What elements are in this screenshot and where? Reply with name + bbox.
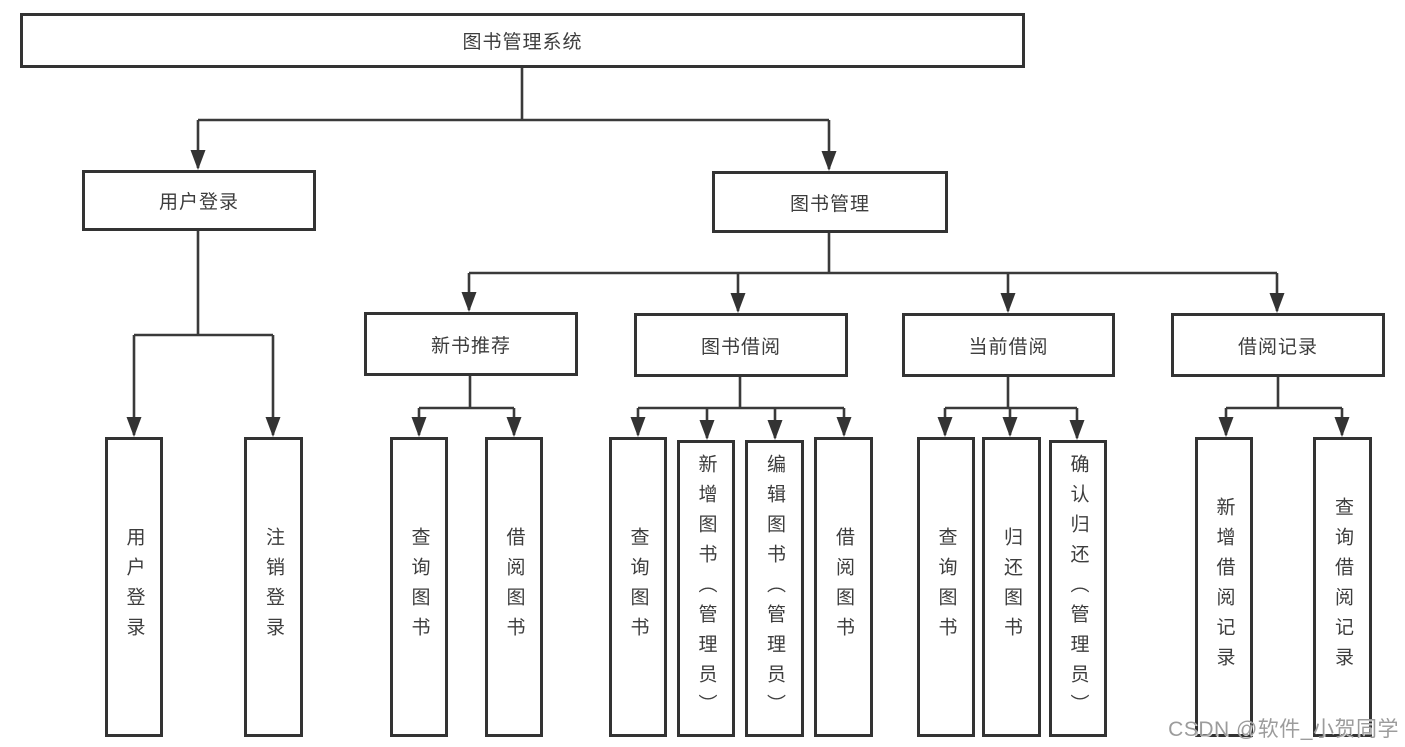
- leaf-query-borrow-record: 查询借阅记录: [1313, 437, 1372, 737]
- node-borrowing-records: 借阅记录: [1171, 313, 1385, 377]
- leaf-return-book: 归还图书: [982, 437, 1041, 737]
- leaf-query-books-recommend: 查询图书: [390, 437, 448, 737]
- leaf-logout: 注销登录: [244, 437, 303, 737]
- node-library-management-system: 图书管理系统: [20, 13, 1025, 68]
- csdn-watermark: CSDN @软件_小贺同学: [1168, 718, 1399, 741]
- leaf-borrow-books-borrowing: 借阅图书: [814, 437, 873, 737]
- node-user-login: 用户登录: [82, 170, 316, 231]
- node-book-management: 图书管理: [712, 171, 948, 233]
- leaf-confirm-return-admin: 确认归还（管理员）: [1049, 440, 1107, 737]
- leaf-query-books-borrowing: 查询图书: [609, 437, 667, 737]
- node-new-book-recommend: 新书推荐: [364, 312, 578, 376]
- leaf-borrow-books-recommend: 借阅图书: [485, 437, 543, 737]
- tree-edges: [132, 68, 1344, 438]
- leaf-add-borrow-record: 新增借阅记录: [1195, 437, 1253, 737]
- node-current-borrowing: 当前借阅: [902, 313, 1115, 377]
- node-book-borrowing: 图书借阅: [634, 313, 848, 377]
- leaf-user-login: 用户登录: [105, 437, 163, 737]
- leaf-edit-book-admin: 编辑图书（管理员）: [745, 440, 804, 737]
- leaf-add-book-admin: 新增图书（管理员）: [677, 440, 735, 737]
- leaf-query-books-current: 查询图书: [917, 437, 975, 737]
